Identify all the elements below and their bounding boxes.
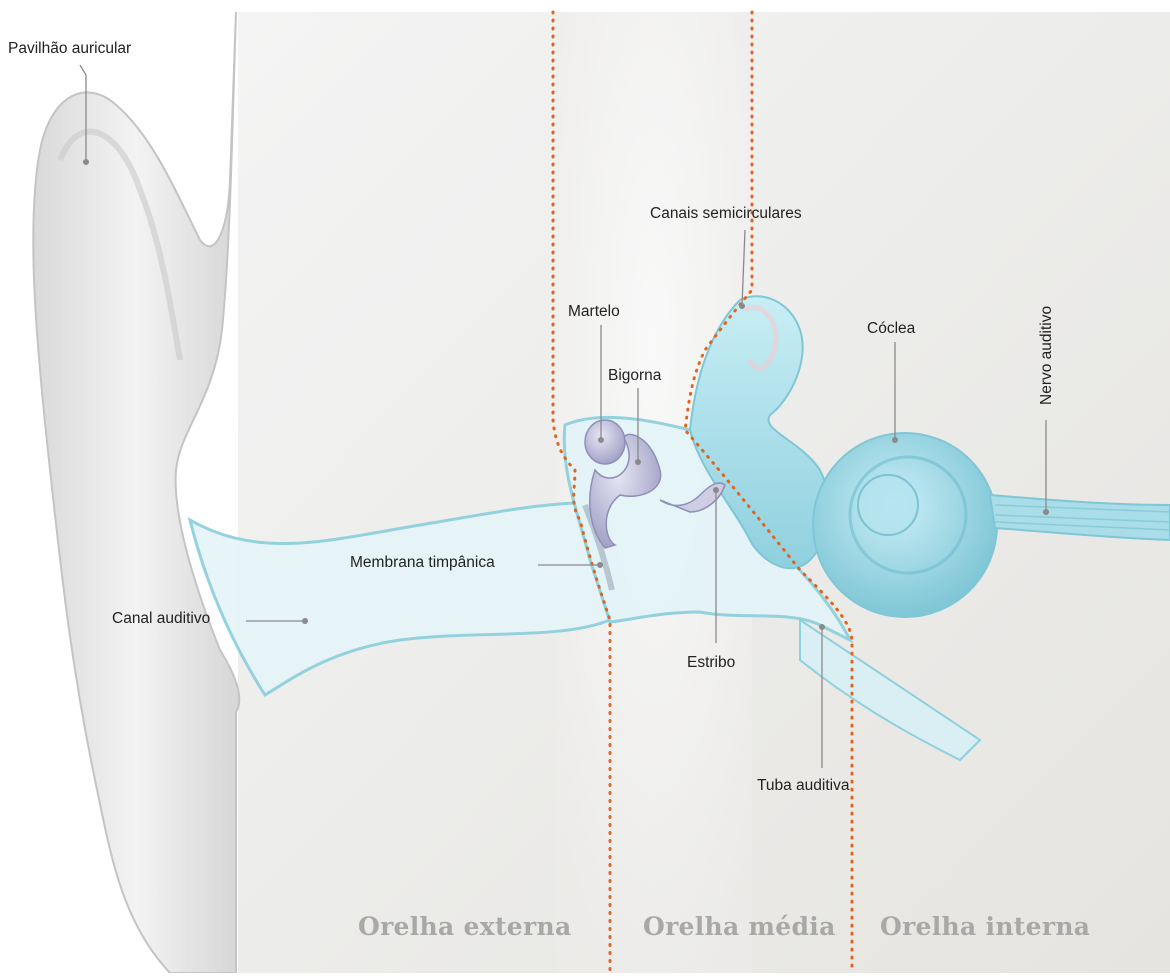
label-pavilhao-auricular: Pavilhão auricular [8,40,131,58]
zone-orelha-externa: Orelha externa [358,912,571,941]
label-coclea: Cóclea [867,320,915,338]
label-nervo-auditivo: Nervo auditivo [1038,306,1056,405]
label-membrana-timpanica: Membrana timpânica [350,554,495,572]
label-estribo: Estribo [687,654,735,672]
label-bigorna: Bigorna [608,367,661,385]
cochlea-turn-3 [858,475,918,535]
malleus [585,420,625,464]
label-martelo: Martelo [568,303,620,321]
label-canais-semicirculares: Canais semicirculares [650,205,802,223]
label-canal-auditivo: Canal auditivo [112,610,210,628]
zone-orelha-interna: Orelha interna [880,912,1090,941]
zone-orelha-media: Orelha média [643,912,836,941]
label-tuba-auditiva: Tuba auditiva [757,777,850,795]
